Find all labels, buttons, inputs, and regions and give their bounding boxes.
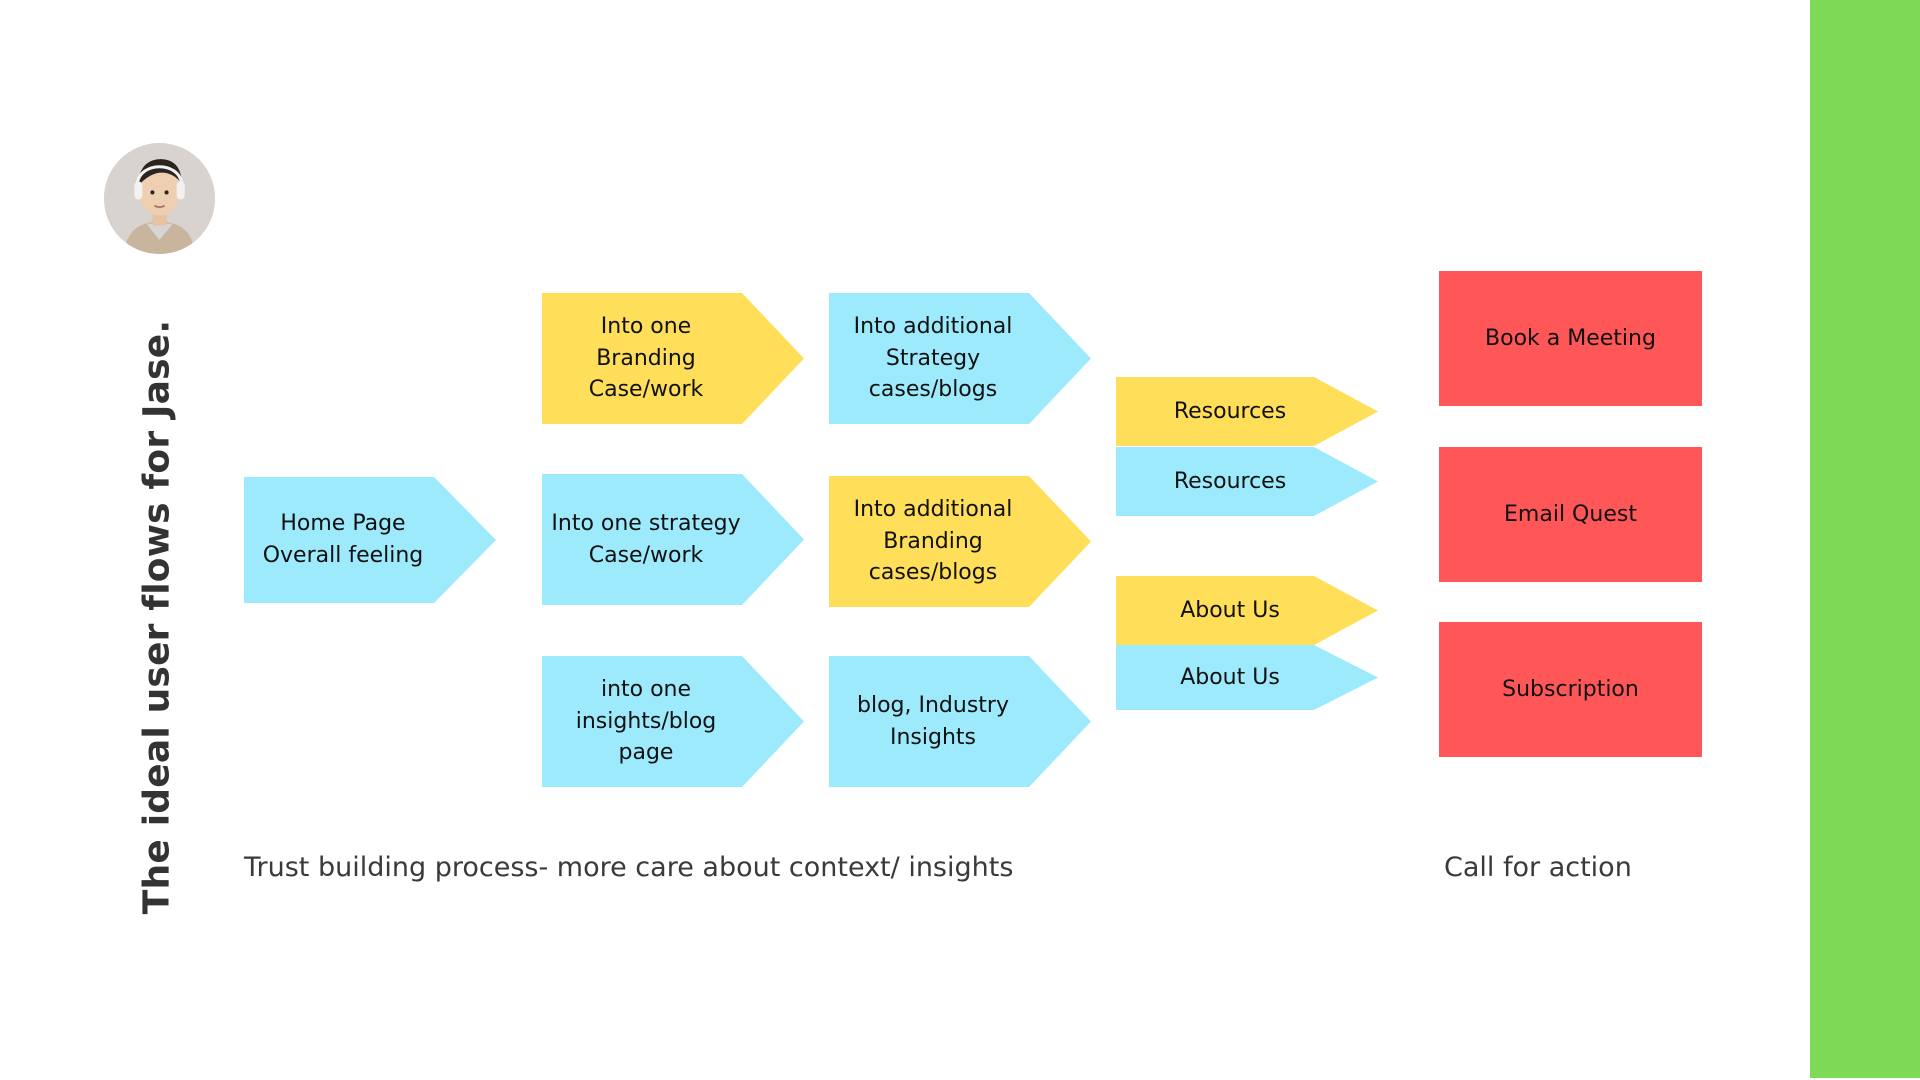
flow-node-line: Case/work [588,542,704,568]
caption-call-for-action: Call for action [1444,852,1632,883]
flow-node-line: into one [600,676,692,702]
cta-book-meeting: Book a Meeting [1439,271,1702,406]
cta-label: Email Quest [1504,502,1637,527]
cta-email-quest: Email Quest [1439,447,1702,582]
flow-node-line: Into one strategy [551,510,741,536]
flow-node-label: Resources [1173,468,1287,494]
caption-trust-building: Trust building process- more care about … [244,852,1014,883]
cta-label: Subscription [1502,677,1639,702]
flow-node-line: Into additional [853,313,1013,339]
flow-node-about-yellow: About Us [1116,576,1378,645]
flow-node-label: into one insights/blog page [548,674,744,770]
cta-label: Book a Meeting [1485,326,1656,351]
flow-node-label: Into additional Branding cases/blogs [854,494,1013,590]
side-accent-bar [1810,0,1920,1078]
flow-node-resources-blue: Resources [1116,447,1378,516]
flow-node-label: Into one strategy Case/work [551,508,740,572]
flow-node-label: Into additional Strategy cases/blogs [835,311,1031,407]
flow-node-line: insights/blog page [575,708,717,766]
flow-node-branding-case: Into one Branding Case/work [542,293,804,424]
flow-node-label: Into one Branding Case/work [548,311,744,407]
flow-node-insights-page: into one insights/blog page [542,656,804,787]
flow-node-blog-industry: blog, Industry Insights [829,656,1091,787]
flow-node-additional-branding: Into additional Branding cases/blogs [829,476,1091,607]
flow-node-label: Home Page Overall feeling [263,508,424,572]
flow-node-strategy-case: Into one strategy Case/work [542,474,804,605]
flow-node-line: blog, Industry [857,692,1009,718]
flow-node-resources-yellow: Resources [1116,377,1378,446]
flow-node-label: blog, Industry Insights [857,690,1009,754]
flow-node-line: cases/blogs [868,560,998,586]
person-avatar-icon [104,143,215,254]
flow-node-line: Insights [889,724,976,750]
flow-node-line: Case/work [588,377,704,403]
flow-node-home-page: Home Page Overall feeling [244,477,496,603]
flow-node-line: Into one Branding [596,313,696,371]
flow-node-label: Resources [1173,398,1287,424]
flow-node-line: Into additional [853,496,1013,522]
flow-node-label: About Us [1180,597,1280,623]
flow-node-line: Home Page [280,511,406,537]
page-title: The ideal user flows for Jase. [136,319,178,915]
flow-node-additional-strategy: Into additional Strategy cases/blogs [829,293,1091,424]
flow-node-line: Strategy cases/blogs [868,345,998,403]
cta-subscription: Subscription [1439,622,1702,757]
flow-node-about-blue: About Us [1116,645,1378,710]
flow-node-line: Branding [883,528,983,554]
flow-node-label: About Us [1180,664,1280,690]
flow-node-line: Overall feeling [262,543,424,568]
